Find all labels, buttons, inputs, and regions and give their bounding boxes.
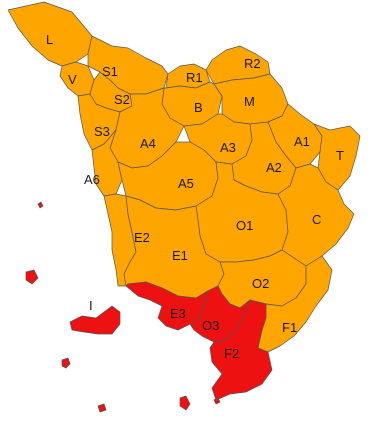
label-A1: A1: [294, 134, 310, 149]
island-gorgona: [37, 201, 44, 209]
label-B: B: [194, 100, 203, 115]
zone-F2[interactable]: [209, 299, 273, 401]
label-E3: E3: [170, 306, 186, 321]
label-S2: S2: [114, 92, 130, 107]
label-R1: R1: [186, 70, 203, 85]
zone-I[interactable]: [69, 305, 121, 335]
label-A3: A3: [220, 140, 236, 155]
label-R2: R2: [244, 56, 261, 71]
label-T: T: [336, 148, 344, 163]
label-O2: O2: [252, 276, 269, 291]
label-A6: A6: [84, 172, 100, 187]
label-A2: A2: [266, 160, 282, 175]
zone-C[interactable]: [277, 163, 355, 267]
label-O1: O1: [236, 218, 253, 233]
label-S3: S3: [94, 124, 110, 139]
label-A4: A4: [140, 136, 156, 151]
label-A5: A5: [178, 176, 194, 191]
label-C: C: [312, 212, 321, 227]
label-M: M: [244, 94, 255, 109]
label-S1: S1: [102, 64, 118, 79]
label-F2: F2: [224, 346, 239, 361]
label-I: I: [89, 298, 93, 313]
island-montecristo: [97, 403, 107, 413]
zone-V[interactable]: [59, 61, 95, 97]
island-giannutri: [213, 397, 221, 405]
label-E2: E2: [134, 230, 150, 245]
label-O3: O3: [202, 318, 219, 333]
label-E1: E1: [172, 248, 188, 263]
label-V: V: [68, 72, 77, 87]
island-giglio: [179, 395, 191, 411]
label-L: L: [46, 32, 53, 47]
island-capraia: [25, 269, 39, 285]
island-pianosa: [61, 357, 71, 369]
label-F1: F1: [282, 320, 297, 335]
zone-T[interactable]: [313, 123, 361, 191]
